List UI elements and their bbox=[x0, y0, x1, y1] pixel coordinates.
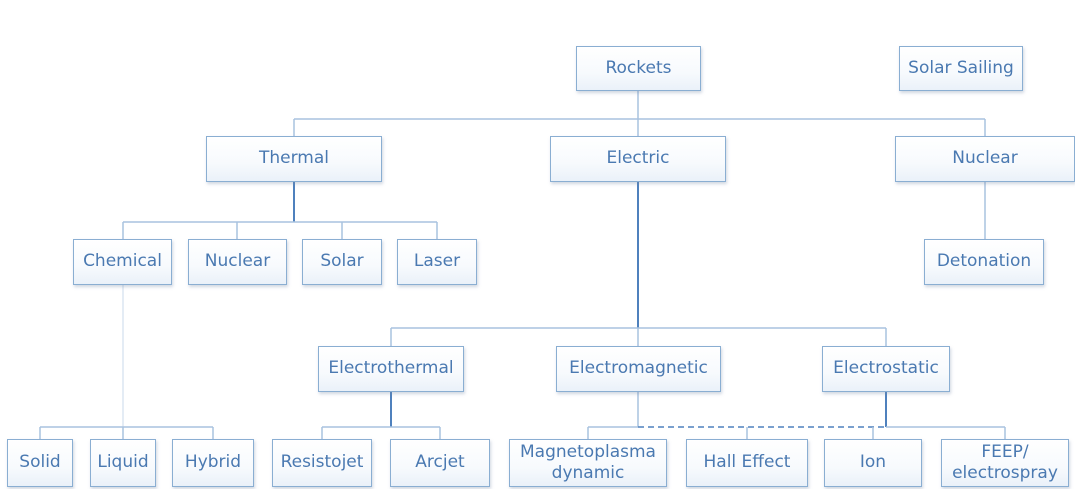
node-ion: Ion bbox=[824, 439, 922, 487]
node-hybrid: Hybrid bbox=[172, 439, 254, 487]
node-electrostatic: Electrostatic bbox=[822, 346, 950, 392]
node-solid: Solid bbox=[7, 439, 73, 487]
node-arcjet: Arcjet bbox=[390, 439, 490, 487]
node-feep: FEEP/ electrospray bbox=[941, 439, 1069, 487]
node-resistojet: Resistojet bbox=[272, 439, 372, 487]
node-nuclear: Nuclear bbox=[895, 136, 1075, 182]
node-thermal: Thermal bbox=[206, 136, 382, 182]
node-nuclear-thermal: Nuclear bbox=[188, 239, 287, 285]
node-electrothermal: Electrothermal bbox=[318, 346, 464, 392]
node-detonation: Detonation bbox=[924, 239, 1044, 285]
node-hall-effect: Hall Effect bbox=[686, 439, 808, 487]
node-solar-sailing: Solar Sailing bbox=[899, 46, 1023, 91]
node-rockets: Rockets bbox=[576, 46, 701, 91]
node-electric: Electric bbox=[550, 136, 726, 182]
node-electromagnetic: Electromagnetic bbox=[556, 346, 721, 392]
node-chemical: Chemical bbox=[73, 239, 172, 285]
node-liquid: Liquid bbox=[90, 439, 156, 487]
node-laser: Laser bbox=[397, 239, 477, 285]
node-solar: Solar bbox=[302, 239, 382, 285]
node-magnetoplasma: Magnetoplasma dynamic bbox=[509, 439, 667, 487]
